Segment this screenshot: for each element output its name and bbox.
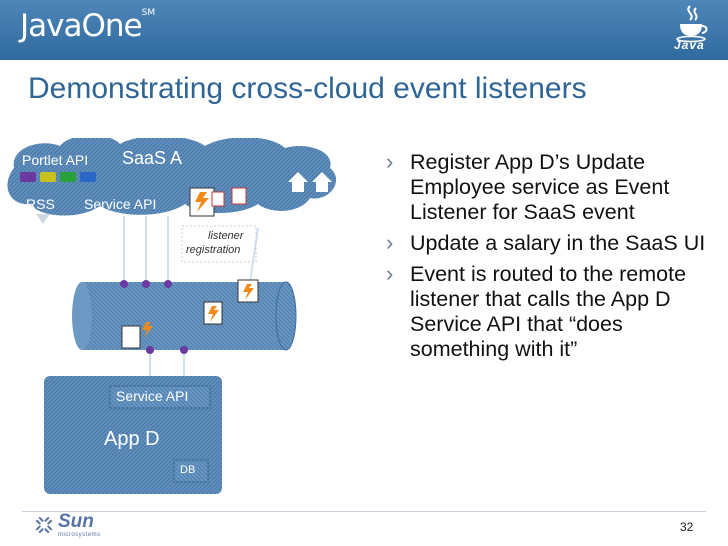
bullet-item: Update a salary in the SaaS UI — [384, 230, 714, 256]
microsystems-text: microsystems — [58, 532, 101, 538]
rss-label: RSS — [26, 196, 55, 212]
house-icons — [288, 172, 332, 192]
page-number: 32 — [680, 520, 694, 534]
listener-registration-label-2: registration — [186, 244, 241, 256]
event-bus-tube — [72, 281, 297, 351]
event-document-icon — [189, 187, 247, 217]
header-banner: JavaOneSM Java — [0, 0, 728, 60]
bullet-item: Register App D’s Update Employee service… — [384, 149, 714, 225]
portlet-box-1 — [20, 172, 36, 182]
java-wordmark: Java — [674, 38, 705, 52]
event-flow-icons — [121, 279, 259, 349]
footer-divider — [22, 511, 706, 512]
sun-logo-icon — [35, 516, 53, 534]
bullet-list: Register App D’s Update Employee service… — [384, 149, 714, 368]
listener-registration-box — [181, 225, 257, 263]
trademark-text: SM — [141, 8, 156, 18]
appd-service-api-label: Service API — [116, 388, 189, 404]
saas-a-label: SaaS A — [122, 148, 183, 168]
sun-wordmark: Sun — [58, 511, 94, 532]
diagram-graphics — [7, 138, 336, 494]
java-cup-icon — [676, 5, 708, 43]
app-d-box — [44, 376, 222, 494]
portlet-box-4 — [80, 172, 96, 182]
portlet-box-2 — [40, 172, 56, 182]
saas-cloud — [7, 138, 336, 216]
portlet-box-3 — [60, 172, 76, 182]
listener-registration-label-1: listener — [208, 230, 244, 242]
app-d-label: App D — [104, 428, 160, 450]
architecture-diagram: Portlet API SaaS A RSS Service API liste… — [0, 138, 360, 518]
portlet-api-label: Portlet API — [22, 152, 89, 168]
bullet-item: Event is routed to the remote listener t… — [384, 261, 714, 362]
slide-title: Demonstrating cross-cloud event listener… — [28, 72, 587, 105]
rss-down-arrow-icon — [36, 214, 50, 224]
brand-text: JavaOne — [20, 8, 143, 44]
saas-service-api-label: Service API — [84, 196, 157, 212]
javaone-logo: JavaOneSM — [20, 8, 155, 44]
db-label: DB — [180, 464, 196, 476]
